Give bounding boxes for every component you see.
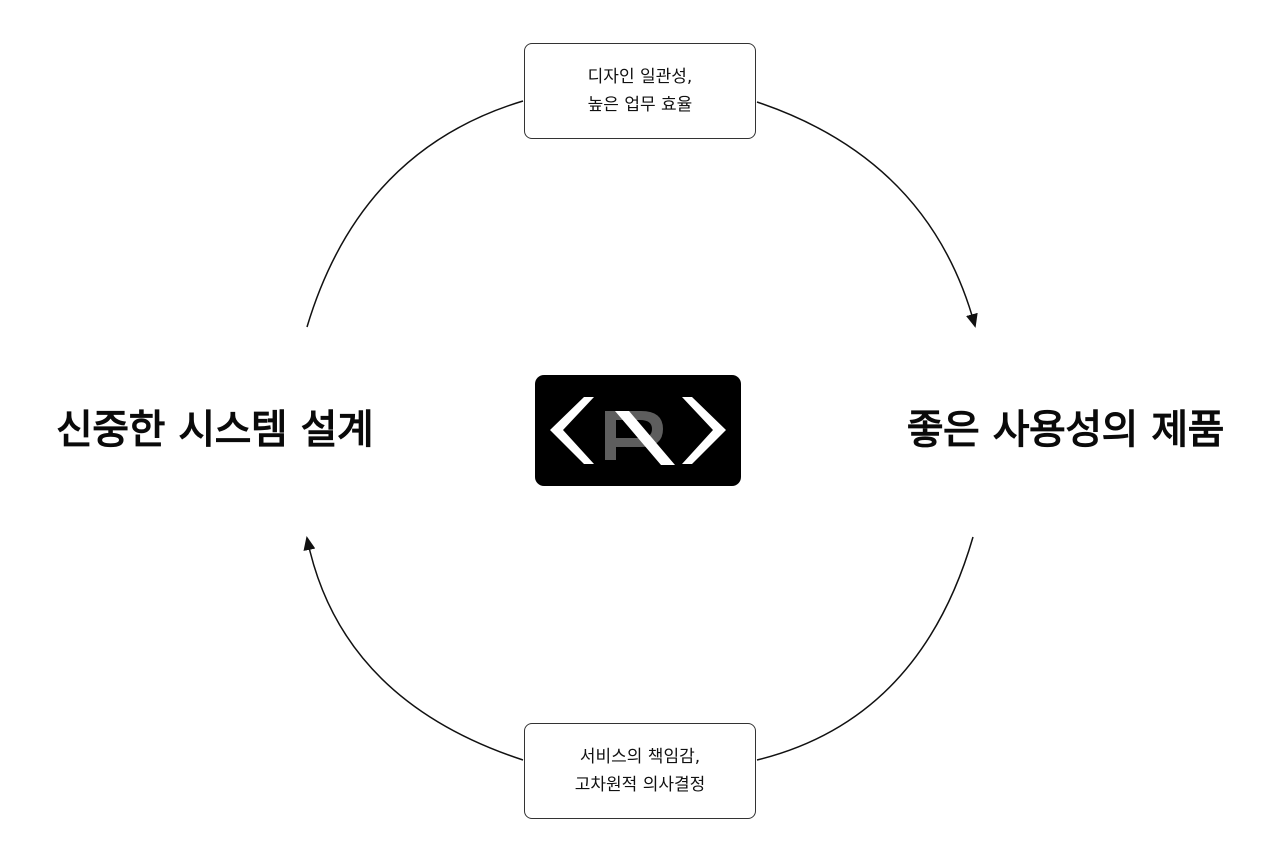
node-top-line-2: 높은 업무 효율 [587, 95, 693, 115]
node-left-label: 신중한 시스템 설계 [56, 407, 374, 453]
logo-letter-p [605, 411, 663, 460]
arrow-bottom-to-left [303, 536, 524, 761]
node-top-box: 디자인 일관성, 높은 업무 효율 [524, 43, 756, 139]
node-bottom-line-2: 고차원적 의사결정 [574, 775, 706, 795]
logo-right-chevron [682, 397, 726, 464]
r-logo-icon [535, 375, 741, 486]
node-bottom-box: 서비스의 책임감, 고차원적 의사결정 [524, 723, 756, 819]
node-right-label: 좋은 사용성의 제품 [906, 407, 1225, 453]
arc-right-to-bottom [756, 536, 974, 761]
logo-diagonal-stroke [615, 411, 675, 465]
arc-left-to-top [306, 100, 524, 328]
arrow-top-to-right [756, 101, 978, 328]
logo-left-chevron [550, 397, 594, 464]
node-bottom-line-1: 서비스의 책임감, [579, 747, 701, 767]
node-top-line-1: 디자인 일관성, [587, 67, 693, 87]
